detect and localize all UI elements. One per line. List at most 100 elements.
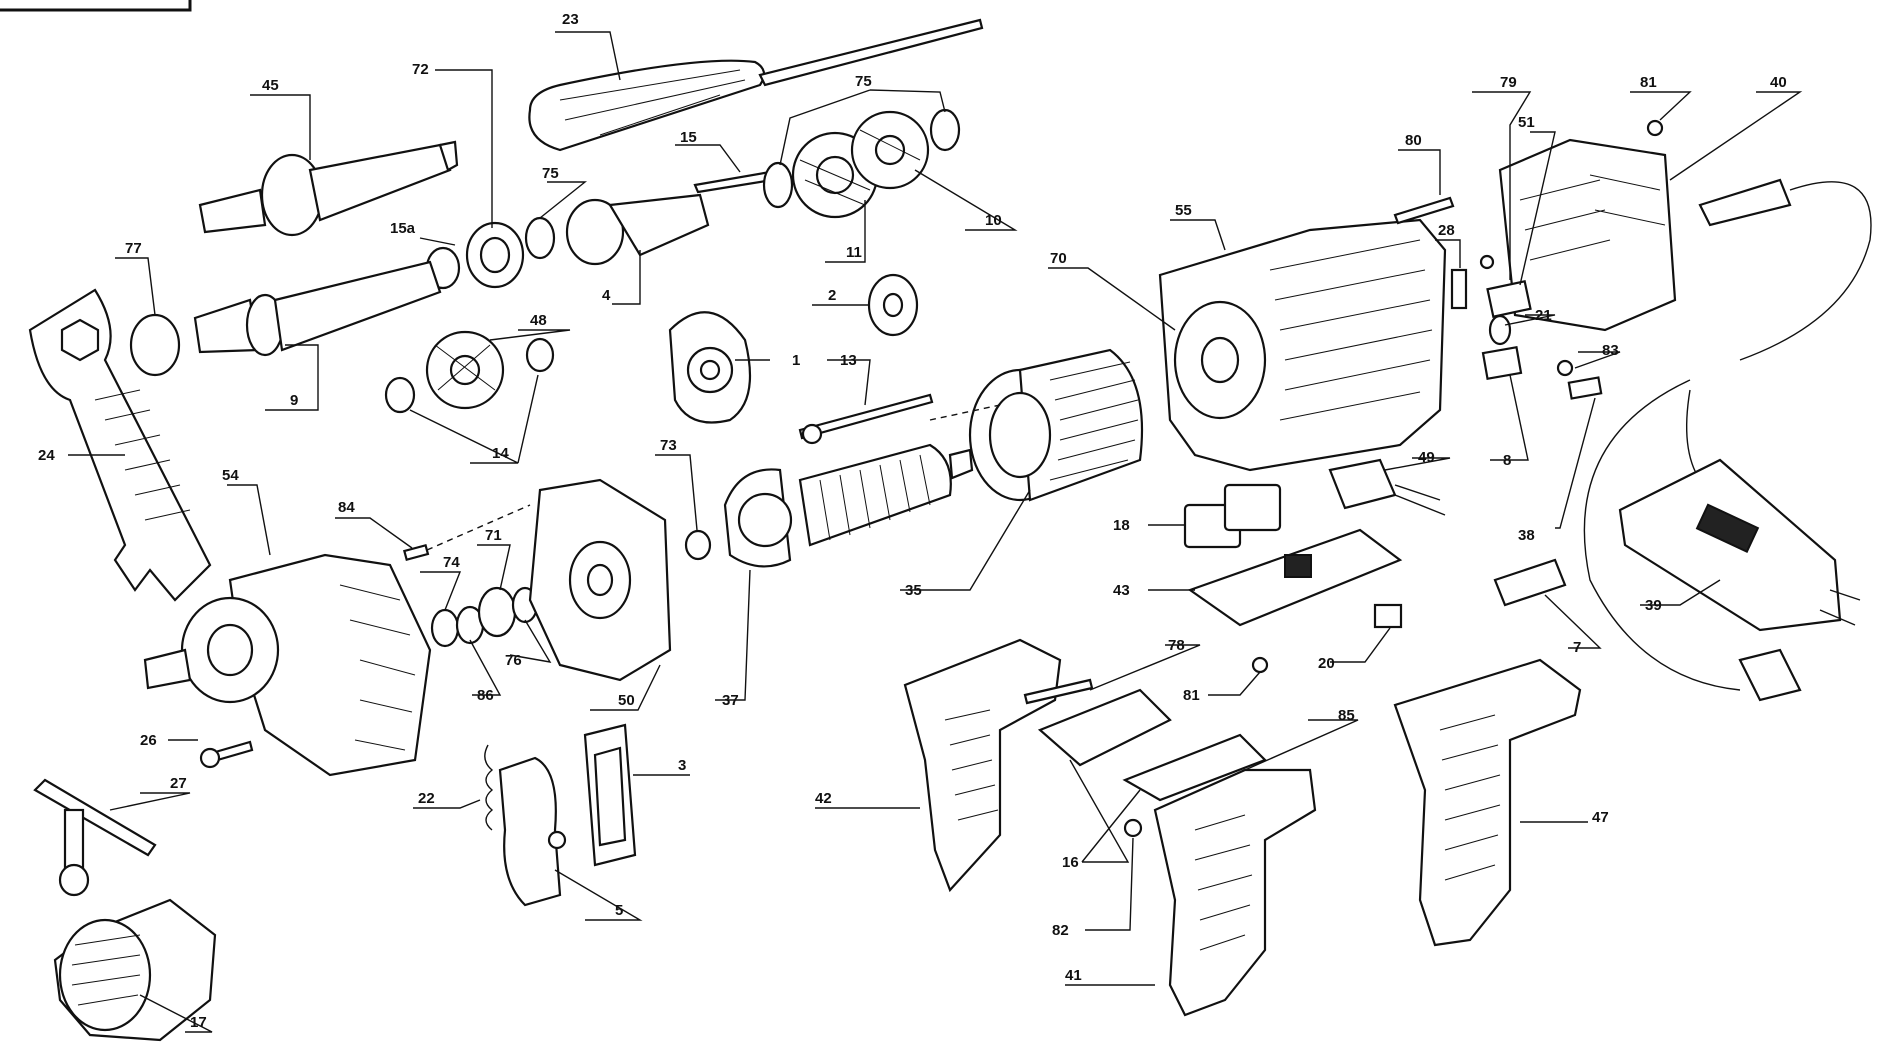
label-40: 40 — [1770, 74, 1787, 91]
part-end-plate-50 — [528, 478, 672, 682]
part-washer-2 — [867, 273, 919, 337]
assembly-line-armature — [929, 404, 1001, 421]
part-circlip-75-right — [929, 108, 961, 152]
label-16: 16 — [1062, 854, 1079, 871]
part-handle-47 — [1393, 658, 1582, 947]
part-brush-8 — [1481, 345, 1523, 381]
part-labels: 23 45 72 75 75 15 15a 77 4 10 11 2 9 48 … — [38, 11, 1787, 1031]
part-gear-housing-54 — [143, 553, 432, 777]
part-screw-83 — [1556, 359, 1574, 377]
label-11: 11 — [846, 244, 862, 261]
part-handle-42 — [903, 638, 1062, 893]
label-47: 47 — [1592, 809, 1609, 826]
part-terminal-38 — [1567, 376, 1603, 400]
part-circlip-75-left — [524, 216, 556, 260]
label-84: 84 — [338, 499, 355, 516]
part-ring-73 — [684, 529, 712, 561]
label-35: 35 — [905, 582, 922, 599]
label-21: 21 — [1535, 307, 1552, 324]
label-85: 85 — [1338, 707, 1355, 724]
label-42: 42 — [815, 790, 832, 807]
label-81-bottom: 81 — [1183, 687, 1200, 704]
label-82: 82 — [1052, 922, 1069, 939]
part-screw-13-head — [801, 423, 823, 445]
label-27: 27 — [170, 775, 187, 792]
label-79: 79 — [1500, 74, 1517, 91]
label-23: 23 — [562, 11, 579, 28]
part-gear-48 — [425, 330, 505, 410]
part-frame-3 — [583, 723, 637, 867]
part-chuck-key-27 — [33, 778, 157, 897]
part-circlip-74 — [430, 608, 460, 648]
part-motor-housing-55 — [1158, 218, 1447, 472]
label-51: 51 — [1518, 114, 1535, 131]
label-43: 43 — [1113, 582, 1130, 599]
assembly-line-pin — [426, 504, 531, 551]
part-circlip-75-mid — [762, 161, 794, 209]
part-switch-18 — [1183, 483, 1282, 549]
part-spring-21 — [1488, 314, 1512, 346]
part-strain-relief-wires — [1394, 484, 1446, 516]
label-13: 13 — [840, 352, 857, 369]
label-15: 15 — [680, 129, 697, 146]
label-54: 54 — [222, 467, 239, 484]
part-power-cord-39 — [1583, 178, 1872, 702]
part-handle-41 — [1153, 768, 1317, 1017]
part-screw-81-bottom — [1251, 656, 1269, 674]
label-86: 86 — [477, 687, 494, 704]
label-2: 2 — [828, 287, 836, 304]
label-20: 20 — [1318, 655, 1335, 672]
label-8: 8 — [1503, 452, 1511, 469]
label-3: 3 — [678, 757, 686, 774]
label-70: 70 — [1050, 250, 1067, 267]
label-50: 50 — [618, 692, 635, 709]
label-28: 28 — [1438, 222, 1455, 239]
label-49: 49 — [1418, 449, 1435, 466]
part-washer-14-left — [384, 376, 416, 414]
label-17: 17 — [190, 1014, 207, 1031]
part-rear-cap-40 — [1498, 138, 1677, 332]
label-15a: 15a — [390, 220, 416, 237]
label-10: 10 — [985, 212, 1002, 229]
part-clamp-plates-16 — [1037, 688, 1267, 802]
part-wrench-24 — [28, 288, 212, 602]
part-chuck-17 — [53, 898, 217, 1042]
part-base-plate-43 — [1187, 528, 1403, 627]
part-screw-81-top — [1646, 119, 1664, 137]
part-clip-28 — [1450, 268, 1468, 310]
label-7: 7 — [1573, 639, 1581, 656]
part-shaft-9 — [193, 260, 442, 357]
part-screw-26-head — [199, 747, 221, 769]
label-55: 55 — [1175, 202, 1192, 219]
label-24: 24 — [38, 447, 55, 464]
part-screw-82 — [1123, 818, 1143, 838]
part-armature-37 — [723, 443, 974, 568]
part-pin-15 — [693, 170, 774, 194]
part-spring-22 — [484, 744, 494, 831]
label-73: 73 — [660, 437, 677, 454]
label-26: 26 — [140, 732, 157, 749]
label-4: 4 — [602, 287, 611, 304]
label-81-top: 81 — [1640, 74, 1657, 91]
label-75-top: 75 — [855, 73, 872, 90]
label-76: 76 — [505, 652, 522, 669]
label-5: 5 — [615, 902, 623, 919]
label-1: 1 — [792, 352, 800, 369]
label-77: 77 — [125, 240, 142, 257]
label-75-left: 75 — [542, 165, 559, 182]
label-39: 39 — [1645, 597, 1662, 614]
label-18: 18 — [1113, 517, 1130, 534]
part-bolt-80 — [1393, 196, 1455, 225]
part-screw-13 — [798, 393, 934, 440]
part-bearing-72 — [465, 221, 525, 289]
part-stator-35 — [968, 348, 1144, 502]
label-48: 48 — [530, 312, 547, 329]
label-80: 80 — [1405, 132, 1422, 149]
label-14: 14 — [492, 445, 509, 462]
part-fan-1 — [668, 311, 752, 424]
part-block-20 — [1373, 603, 1403, 629]
label-72: 72 — [412, 61, 429, 78]
part-screw-79 — [1479, 254, 1495, 270]
label-9: 9 — [290, 392, 298, 409]
